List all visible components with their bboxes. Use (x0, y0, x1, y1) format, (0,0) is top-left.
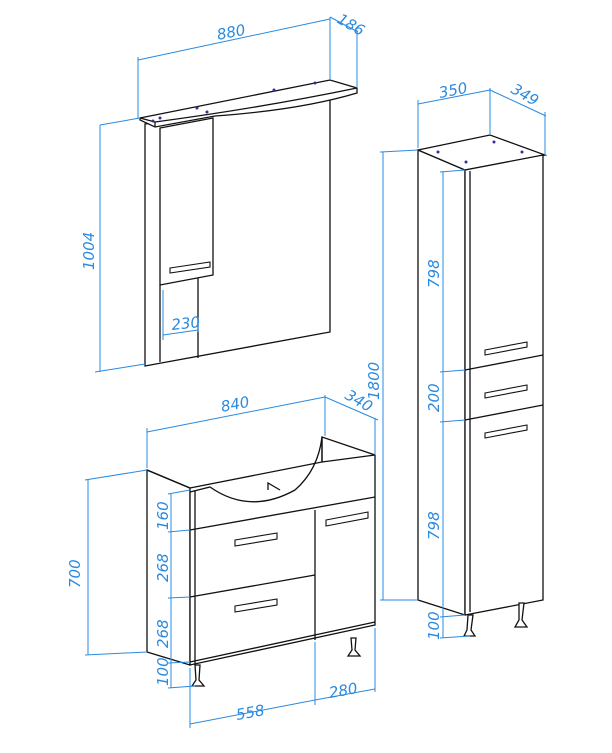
dim-mirror-cabinet-width: 230 (171, 313, 201, 334)
dim-tall-width: 350 (437, 79, 469, 102)
dim-tall-legs: 100 (425, 611, 443, 640)
mirror-cabinet-handle (169, 261, 211, 274)
vanity-leg (346, 637, 362, 657)
dim-vanity-door-width: 280 (328, 679, 359, 702)
dim-vanity-top-panel: 160 (154, 501, 172, 530)
tall-cabinet (415, 134, 548, 637)
dim-mirror-height: 1004 (80, 232, 98, 270)
tall-cabinet-side (417, 149, 466, 616)
dim-tall-lower-door: 798 (425, 511, 443, 540)
tall-cabinet-lower-handle (484, 424, 528, 439)
dim-vanity-drawer-width: 558 (235, 701, 266, 724)
dim-vanity-legs: 100 (154, 657, 172, 686)
vanity-drawer-1-handle (234, 532, 278, 547)
vanity-leg (190, 664, 206, 687)
mirror-cabinet (139, 79, 358, 367)
mirror-top-shelf (139, 79, 358, 128)
vanity-door-handle (325, 511, 369, 527)
dim-vanity-height: 700 (66, 559, 84, 588)
dim-mirror-width: 880 (215, 21, 247, 44)
dim-tall-depth: 349 (508, 80, 542, 110)
mirror-side-cabinet-door (159, 117, 214, 286)
tall-cabinet-dimensions: 350 349 1800 798 200 798 100 (365, 79, 547, 640)
dim-tall-drawer: 200 (425, 383, 443, 412)
dim-mirror-depth: 186 (334, 10, 368, 40)
dim-vanity-drawer-1: 268 (154, 553, 172, 582)
dim-vanity-width: 840 (219, 393, 251, 416)
tall-cabinet-drawer-handle (484, 384, 528, 399)
vanity-front (189, 436, 376, 666)
tall-cabinet-upper-handle (484, 341, 528, 356)
tall-cabinet-front (464, 154, 544, 616)
dim-vanity-drawer-2: 268 (154, 619, 172, 648)
tall-cabinet-leg (513, 602, 529, 628)
dim-tall-height: 1800 (365, 362, 383, 400)
vanity-unit (146, 436, 376, 687)
vanity-drawer-2-handle (234, 598, 278, 613)
tall-cabinet-leg (462, 614, 477, 637)
dim-tall-upper-door: 798 (425, 259, 443, 288)
